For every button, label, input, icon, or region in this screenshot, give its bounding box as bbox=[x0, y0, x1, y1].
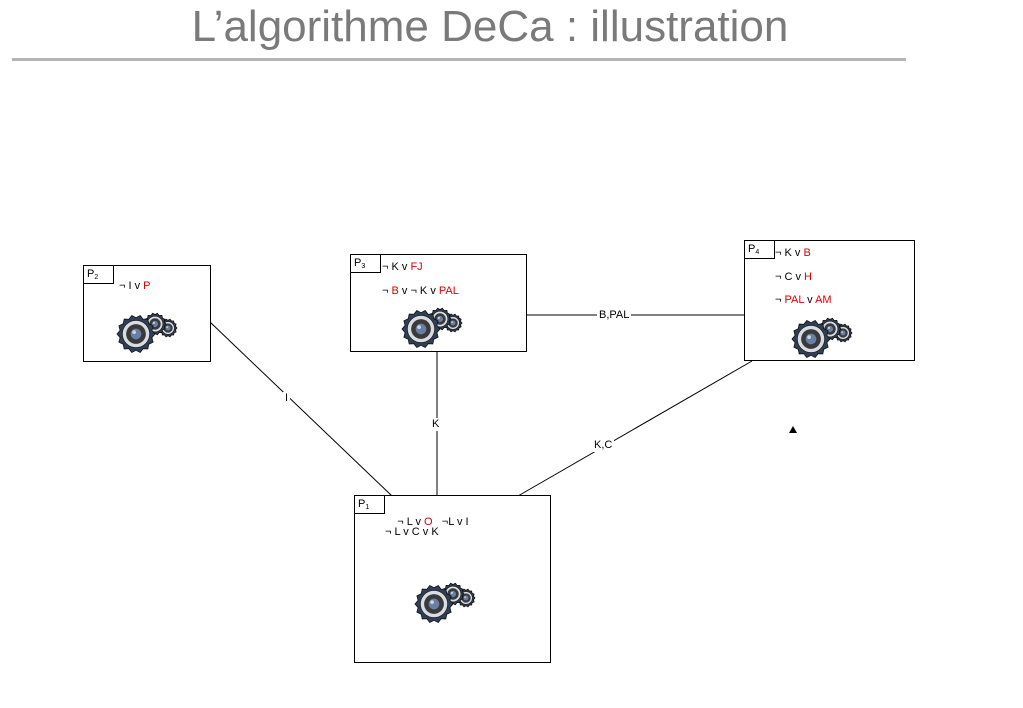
peer-letter: P bbox=[354, 257, 362, 269]
peer-index: 3 bbox=[361, 263, 366, 270]
slide-title: L’algorithme DeCa : illustration bbox=[191, 2, 789, 51]
edge-label-p2-p1: I bbox=[283, 392, 291, 405]
mouse-cursor-icon bbox=[789, 426, 797, 433]
peer-letter: P bbox=[358, 498, 366, 510]
edge-label-p3-p1: K bbox=[430, 418, 442, 431]
peer-index: 4 bbox=[755, 249, 760, 256]
speakers-icon bbox=[791, 317, 853, 359]
p4-clause-1: ¬ K v B bbox=[775, 247, 811, 259]
p4-clause-2: ¬ C v H bbox=[775, 271, 812, 283]
link-p4-p1 bbox=[517, 360, 753, 497]
edge-label-p3-p4: B,PAL bbox=[597, 309, 632, 322]
peer-p2-label: P2 bbox=[83, 265, 114, 284]
peer-p3[interactable]: P3 ¬ K v FJ ¬ B v ¬ K v PAL bbox=[350, 254, 527, 352]
peer-p1-label: P1 bbox=[354, 495, 385, 514]
p2-clause-1: ¬ I v P bbox=[119, 280, 151, 292]
peer-letter: P bbox=[87, 268, 95, 280]
title-divider bbox=[12, 58, 906, 61]
speakers-icon bbox=[414, 582, 476, 624]
speakers-icon bbox=[401, 307, 463, 349]
link-p2-p1 bbox=[209, 321, 393, 497]
peer-p2[interactable]: P2 ¬ I v P bbox=[83, 265, 211, 362]
p3-clause-2: ¬ B v ¬ K v PAL bbox=[382, 285, 459, 297]
p1-clause-2: ¬ L v C v K bbox=[385, 526, 439, 538]
peer-p1[interactable]: P1 ¬ L v O ¬L v I ¬ L v C v K bbox=[354, 495, 551, 663]
peer-p4-label: P4 bbox=[744, 240, 775, 259]
speakers-icon bbox=[116, 312, 178, 354]
peer-index: 1 bbox=[365, 504, 370, 511]
edge-label-p4-p1: K,C bbox=[592, 439, 615, 452]
p4-clause-3: ¬ PAL v AM bbox=[775, 294, 832, 306]
peer-p4[interactable]: P4 ¬ K v B ¬ C v H ¬ PAL v AM bbox=[744, 240, 915, 361]
peer-index: 2 bbox=[94, 274, 99, 281]
p1-clause-1: ¬ L v O ¬L v I bbox=[397, 516, 469, 528]
peer-letter: P bbox=[748, 243, 756, 255]
p3-clause-1: ¬ K v FJ bbox=[382, 261, 423, 273]
peer-p3-label: P3 bbox=[350, 254, 381, 273]
